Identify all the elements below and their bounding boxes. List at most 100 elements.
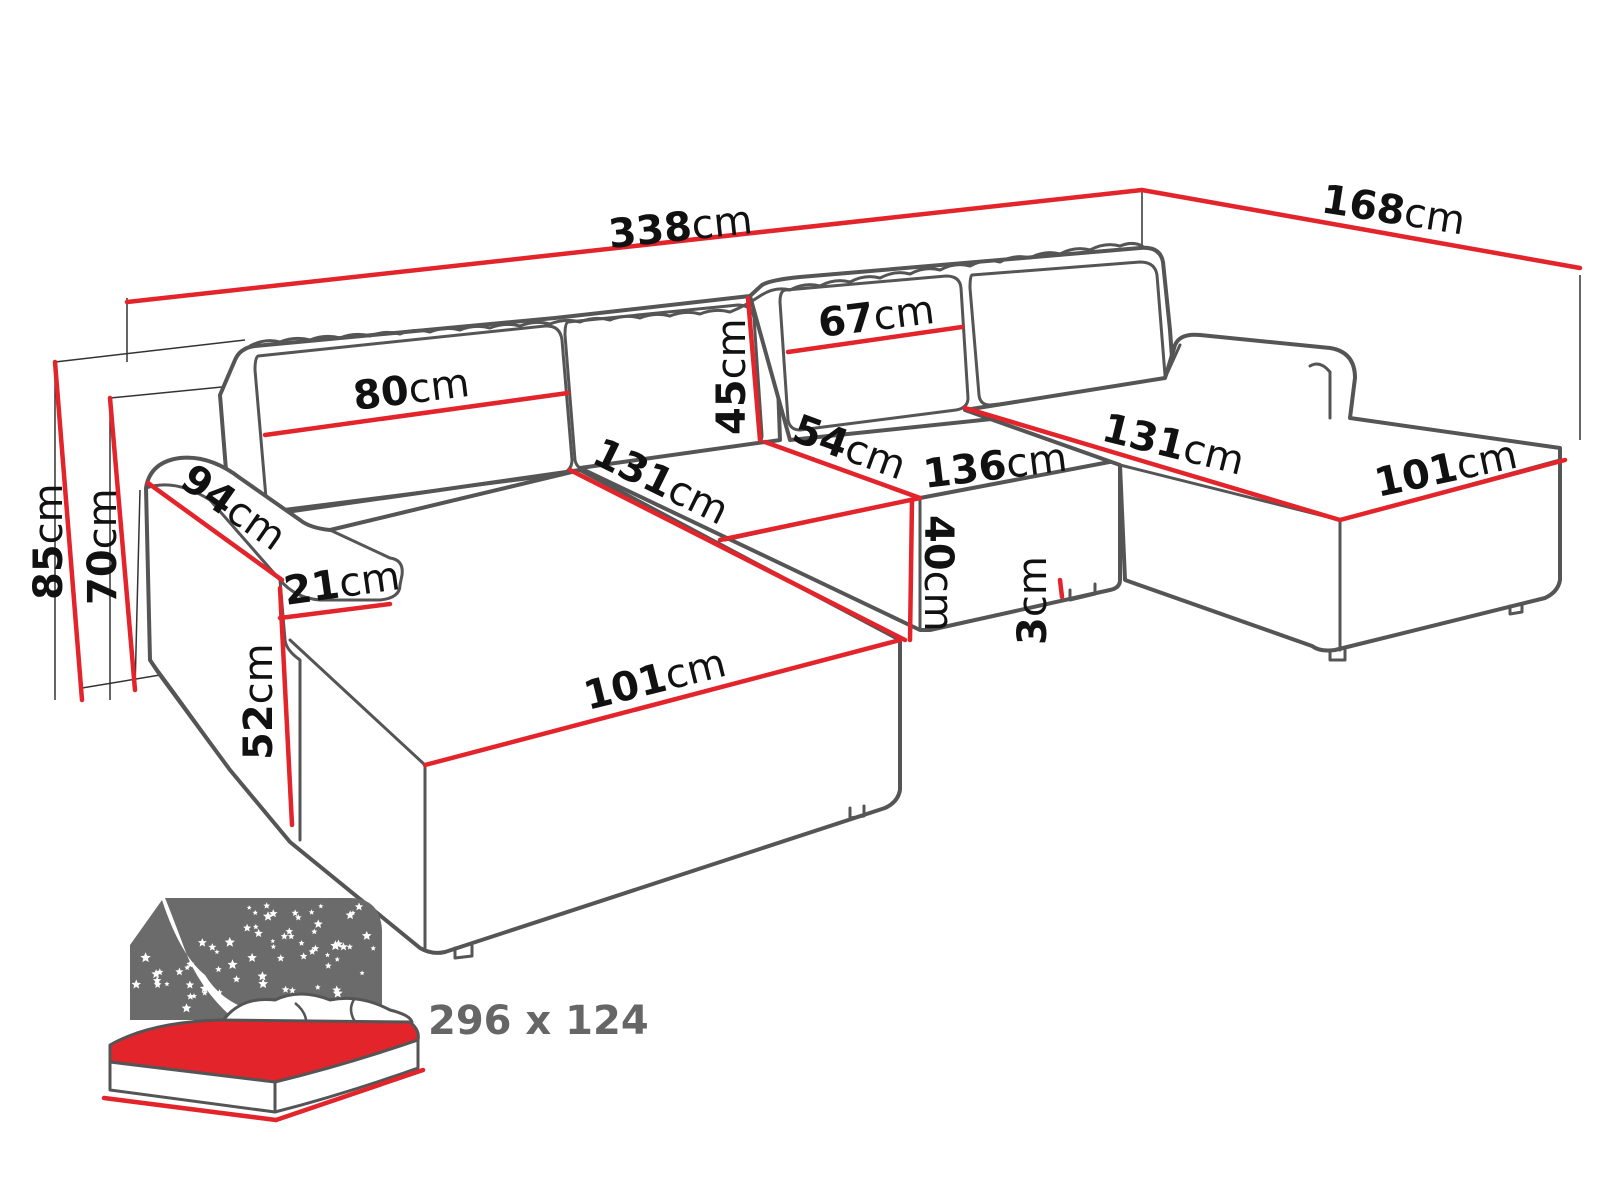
star-icon [257, 971, 268, 981]
star-icon [214, 949, 220, 955]
star-icon [330, 940, 341, 951]
dim-line-52 [277, 585, 295, 828]
star-icon [152, 976, 162, 985]
dim-line-80 [262, 390, 571, 438]
label-52: 52cm [236, 643, 282, 760]
star-icon [191, 993, 197, 999]
star-icon [313, 919, 323, 928]
mattress-front [273, 1038, 420, 1114]
label-131-right: 131cm [1098, 405, 1249, 485]
star-icon [308, 947, 316, 955]
star-icon [299, 952, 308, 960]
star-icon [324, 952, 331, 958]
star-icon [131, 979, 141, 989]
right-armrest [1163, 343, 1332, 420]
dim-line-70 [107, 395, 138, 693]
label-45: 45cm [709, 318, 755, 435]
star-icon [311, 944, 320, 952]
star-icon [359, 970, 365, 976]
dim-line-136 [717, 495, 923, 543]
backrest-top-stitching [248, 241, 1147, 348]
dim-line-3 [1057, 577, 1065, 600]
star-icon [187, 960, 195, 967]
night-sky-left [130, 945, 190, 1015]
star-icon [314, 984, 321, 990]
bed-dim-line-width [273, 1067, 426, 1123]
star-icon [224, 937, 235, 947]
label-21: 21cm [281, 553, 403, 615]
star-icon [345, 910, 355, 920]
dim-line-85 [52, 359, 85, 703]
star-icon [346, 943, 353, 950]
star-icon [318, 903, 324, 909]
star-icon [291, 909, 299, 917]
star-icon [184, 964, 190, 971]
star-icon [263, 911, 273, 921]
star-icon [311, 928, 318, 935]
star-icon [140, 952, 151, 963]
sleeping-area-size: 296 x 124 [428, 998, 649, 1044]
label-136: 136cm [921, 435, 1070, 498]
star-icon [197, 938, 207, 947]
label-67: 67cm [816, 287, 937, 347]
star-icon [232, 975, 241, 983]
star-icon [243, 923, 252, 932]
dim-line-131-right [962, 405, 1343, 523]
night-sky [130, 898, 382, 1020]
label-338: 338cm [606, 197, 754, 258]
dim-line-131-left [567, 467, 908, 643]
star-icon [253, 923, 259, 930]
dim-line-94 [145, 480, 285, 583]
star-icon [276, 954, 285, 962]
dim-line-338 [124, 187, 1145, 305]
star-icon [285, 927, 294, 935]
star-icon [332, 988, 343, 998]
height-guides [54, 190, 1581, 700]
dim-line-168 [1139, 187, 1583, 271]
left-armrest-side [148, 578, 302, 842]
dim-line-21 [277, 601, 393, 621]
star-icon [288, 986, 296, 994]
star-icon [201, 989, 208, 996]
star-icon [270, 938, 276, 944]
star-icon [156, 968, 164, 976]
star-icon [334, 956, 340, 962]
bed-dim-line-length [101, 1095, 279, 1123]
star-icon [247, 952, 257, 962]
dim-line-101-left [422, 637, 903, 768]
star-icon [181, 1003, 192, 1013]
star-icon [153, 980, 162, 988]
dim-line-101-right [1337, 457, 1568, 523]
star-icon [298, 940, 305, 946]
star-icon [227, 959, 238, 969]
star-icon [308, 909, 315, 915]
right-chaise [963, 332, 1562, 653]
label-40: 40cm [915, 515, 961, 632]
star-icon [287, 932, 295, 940]
star-icon [339, 942, 348, 951]
star-icon [254, 928, 263, 938]
dimension-lines [52, 187, 1583, 828]
star-icon [252, 909, 258, 916]
star-icon [258, 978, 269, 989]
star-icon [350, 910, 356, 915]
star-icon [370, 945, 376, 951]
star-icon [281, 985, 290, 993]
right-chaise-legs [1328, 602, 1524, 662]
star-icon [270, 943, 277, 950]
label-3: 3cm [1010, 556, 1056, 645]
dim-line-67 [785, 324, 965, 355]
star-icon [208, 943, 217, 951]
star-icon [361, 930, 372, 940]
left-chaise-legs [453, 804, 866, 960]
star-icon [175, 967, 184, 976]
star-icon [334, 939, 343, 948]
star-icon [164, 981, 170, 987]
star-icon [295, 914, 302, 921]
dim-line-40 [907, 497, 915, 643]
sleeping-bed-icon: 296 x 124 [101, 898, 649, 1123]
star-icon [216, 989, 223, 996]
dim-line-45 [745, 295, 763, 443]
star-icon [185, 980, 195, 989]
